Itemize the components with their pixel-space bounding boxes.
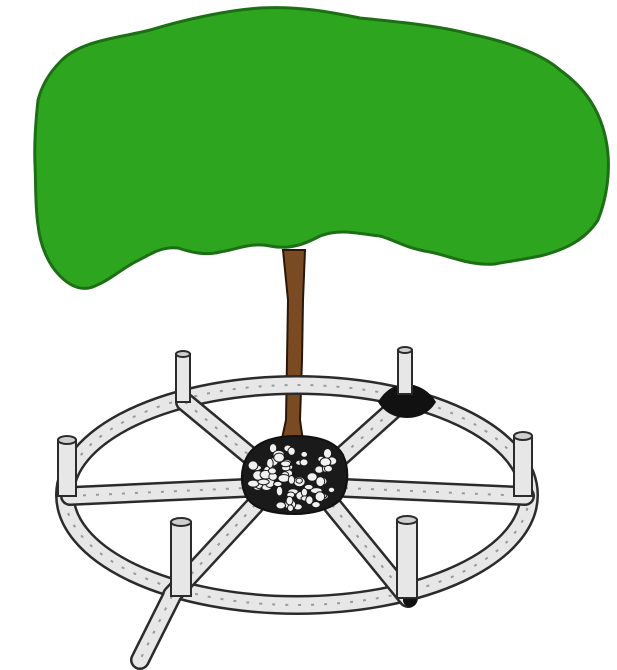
tree-canopy <box>35 8 609 289</box>
rock <box>281 461 291 467</box>
rock <box>288 505 294 512</box>
rock <box>301 451 308 457</box>
rock <box>300 459 308 466</box>
rock <box>306 496 313 505</box>
riser-pipe-icon <box>398 347 412 394</box>
rock <box>324 465 332 472</box>
rock <box>268 468 276 474</box>
root-ball-icon <box>242 436 347 514</box>
tree-trunk <box>280 250 305 448</box>
riser-pipe-icon <box>514 432 532 496</box>
rock <box>323 449 331 459</box>
rock <box>258 479 269 485</box>
riser-pipe-icon <box>171 518 191 596</box>
rock <box>248 480 259 487</box>
rock <box>276 486 282 496</box>
rock <box>288 476 294 485</box>
riser-pipe-icon <box>176 351 190 402</box>
rock <box>274 481 282 486</box>
riser-pipe-icon <box>58 436 76 496</box>
rock <box>316 477 325 487</box>
rock <box>286 496 293 505</box>
rock <box>301 488 307 496</box>
rock <box>288 447 295 455</box>
rock <box>296 478 302 483</box>
riser-pipe-icon <box>397 516 417 598</box>
rock <box>328 487 334 492</box>
rock <box>276 502 286 509</box>
rock <box>248 461 258 470</box>
rock <box>315 492 325 502</box>
